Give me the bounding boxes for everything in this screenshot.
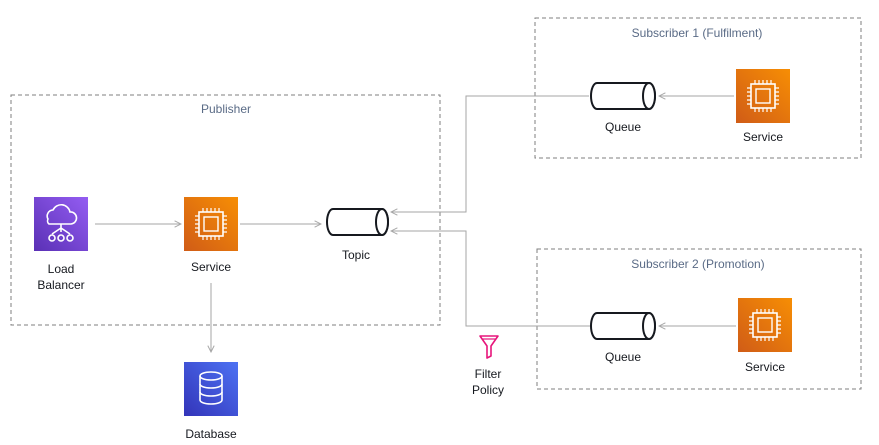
queue1-label: Queue [605, 120, 641, 134]
queue-cylinder-icon [590, 312, 656, 340]
topic-cylinder-icon [326, 208, 389, 236]
topic-node: Topic [326, 208, 389, 262]
edge-queue1-to-topic [391, 95, 589, 212]
filter-policy-node: Filter Policy [472, 335, 504, 397]
subscriber2-group: Subscriber 2 (Promotion) [536, 248, 862, 390]
load-balancer-node: Load Balancer [34, 197, 88, 292]
database-label: Database [185, 427, 237, 441]
publisher-group-label: Publisher [201, 102, 251, 116]
queue-cylinder-icon [590, 82, 656, 110]
queue1-node: Queue [590, 82, 656, 134]
database-node: Database [184, 362, 238, 441]
subscriber1-service-node: Service [736, 69, 790, 144]
publisher-service-label: Service [191, 260, 231, 274]
subscriber2-service-label: Service [745, 360, 785, 374]
database-icon [184, 362, 238, 416]
queue2-label: Queue [605, 350, 641, 364]
load-balancer-icon [34, 197, 88, 251]
queue2-node: Queue [590, 312, 656, 364]
subscriber1-service-label: Service [743, 130, 783, 144]
ec2-chip-icon [736, 69, 790, 123]
load-balancer-label-line2: Balancer [37, 278, 84, 292]
subscriber2-group-label: Subscriber 2 (Promotion) [631, 257, 764, 271]
ec2-chip-icon [184, 197, 238, 251]
subscriber2-service-node: Service [738, 298, 792, 374]
subscriber1-group: Subscriber 1 (Fulfilment) [534, 17, 862, 159]
subscriber1-group-label: Subscriber 1 (Fulfilment) [632, 26, 763, 40]
publisher-group: Publisher [10, 94, 441, 326]
filter-policy-label-line1: Filter [475, 367, 502, 381]
load-balancer-label-line1: Load [48, 262, 75, 276]
topic-label: Topic [342, 248, 370, 262]
publisher-service-node: Service [184, 197, 238, 274]
ec2-chip-icon [738, 298, 792, 352]
edge-queue2-to-topic [391, 231, 590, 327]
filter-funnel-icon [479, 335, 499, 359]
filter-policy-label-line2: Policy [472, 383, 504, 397]
